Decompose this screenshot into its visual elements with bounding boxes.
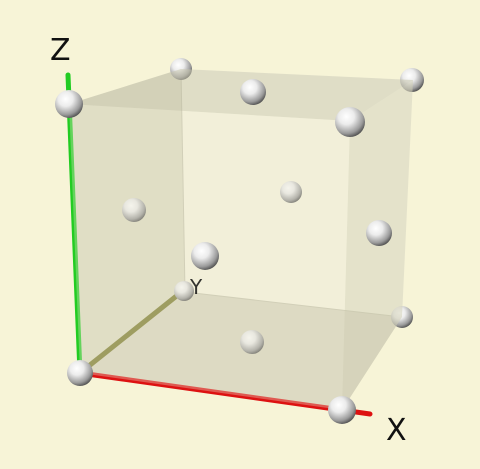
- cube-left-face: [69, 69, 185, 373]
- cube-bottom-face: [80, 292, 402, 410]
- atom-corner-back-bottom-left: [174, 281, 194, 301]
- y-axis-line: [77, 287, 187, 376]
- atom-face-bottom: [240, 330, 264, 354]
- atom-face-front: [191, 242, 219, 270]
- atom-corner-origin: [67, 360, 93, 386]
- atom-face-back: [280, 181, 302, 203]
- x-axis-line: [77, 370, 373, 417]
- y-axis-label: Y: [189, 275, 203, 299]
- atom-face-top: [240, 79, 266, 105]
- z-axis-line: [65, 72, 83, 376]
- atom-corner-front-top-left: [55, 90, 83, 118]
- atom-face-right: [366, 220, 392, 246]
- atom-face-left: [122, 198, 146, 222]
- atom-corner-front-bottom-right: [328, 396, 356, 424]
- atom-corner-front-top-right: [335, 107, 365, 137]
- front-atoms: [55, 79, 392, 424]
- x-axis-label: X: [386, 413, 407, 448]
- z-axis-label: Z: [50, 33, 71, 68]
